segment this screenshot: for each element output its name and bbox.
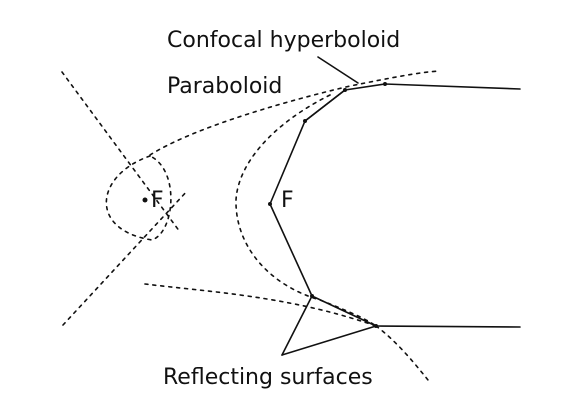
ray-dot-5 (310, 294, 314, 298)
left-asymptote-lower (62, 189, 189, 326)
left-asymptote-upper (61, 71, 181, 233)
reflecting-surfaces-label: Reflecting surfaces (163, 365, 373, 390)
ray-dot-1 (268, 202, 272, 206)
hyperboloid-curve (235, 94, 377, 327)
hyperboloid-leader-line (317, 56, 359, 84)
paraboloid-curve (149, 70, 441, 156)
paraboloid-label: Paraboloid (167, 74, 282, 99)
reflecting-leader-line-b (281, 325, 377, 356)
reflecting-leader-line-a (281, 295, 313, 356)
reflecting-surface-inner-edge (304, 89, 346, 122)
paraboloid-lower-tail (375, 325, 429, 381)
left-hyperboloid-curve (105, 155, 172, 241)
right-focus-label: F (281, 188, 294, 213)
left-focus-point (142, 197, 148, 203)
ray-dot-6 (374, 324, 378, 328)
reflecting-surface-outline (269, 83, 521, 328)
hyperboloid-label: Confocal hyperboloid (167, 28, 400, 53)
ray-dot-2 (303, 119, 307, 123)
left-focus-label: F (151, 188, 164, 213)
paraboloid-lower-branch (144, 283, 377, 327)
ray-dot-3 (343, 88, 347, 92)
ray-dot-4 (383, 82, 387, 86)
